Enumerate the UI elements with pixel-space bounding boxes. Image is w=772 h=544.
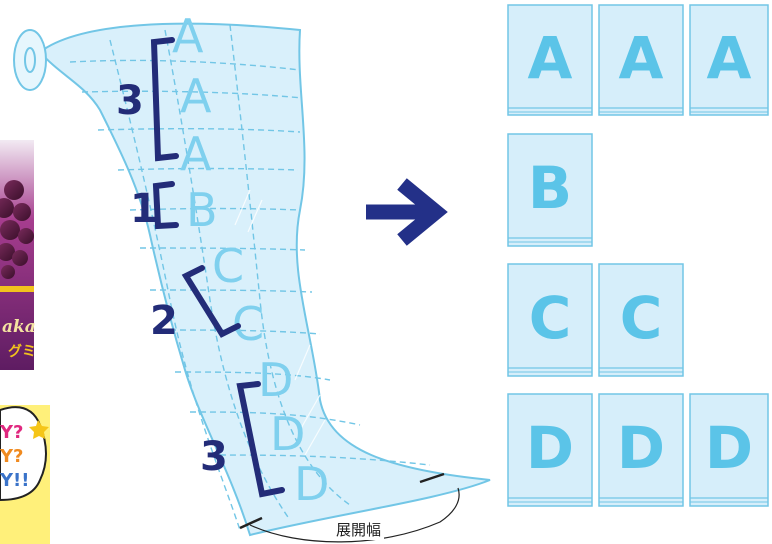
tile-letter: D: [705, 414, 753, 482]
result-tiles: A A A B C C D D D: [508, 5, 768, 506]
tile-row-d: D D D: [508, 394, 768, 506]
right-arrow-icon: [366, 184, 436, 240]
tile-letter: A: [528, 24, 573, 92]
film-roll: 展開幅: [14, 24, 490, 542]
tile: A: [690, 5, 768, 115]
tile-row-a: A A A: [508, 5, 768, 115]
card-line-2: Y?: [0, 446, 23, 467]
film-letter: D: [270, 407, 305, 461]
grape-package-photo: aka グミ: [0, 140, 36, 370]
count-c: 2: [150, 298, 178, 344]
tile-letter: D: [617, 414, 665, 482]
tile: A: [599, 5, 683, 115]
tile-letter: D: [526, 414, 574, 482]
film-sheet: [40, 24, 490, 535]
tile-row-b: B: [508, 134, 592, 246]
tile-letter: B: [528, 154, 572, 222]
card-line-1: Y?: [0, 422, 23, 443]
tile: D: [508, 394, 592, 506]
tile: C: [599, 264, 683, 376]
count-d: 3: [200, 434, 228, 480]
film-letter: C: [212, 239, 244, 293]
tile-letter: C: [620, 284, 663, 352]
package-subtext: グミ: [8, 343, 36, 360]
tile: A: [508, 5, 592, 115]
tile: C: [508, 264, 592, 376]
roll-core: [14, 30, 46, 90]
tile-letter: C: [529, 284, 572, 352]
package-text: aka: [2, 317, 36, 337]
count-a: 3: [116, 78, 144, 124]
yellow-card-photo: Y? Y? Y!!: [0, 405, 50, 544]
width-label: 展開幅: [336, 521, 381, 539]
film-letter: A: [180, 127, 212, 181]
tile: B: [508, 134, 592, 246]
tile: D: [599, 394, 683, 506]
tile-letter: A: [707, 24, 752, 92]
film-letter: A: [172, 9, 204, 63]
film-letter: D: [258, 353, 293, 407]
tile-row-c: C C: [508, 264, 683, 376]
film-letter: A: [180, 69, 212, 123]
film-letter: B: [186, 183, 218, 237]
card-line-3: Y!!: [0, 470, 29, 491]
count-b: 1: [130, 186, 158, 232]
tile: D: [690, 394, 768, 506]
film-letter: D: [294, 457, 329, 511]
tile-letter: A: [619, 24, 664, 92]
